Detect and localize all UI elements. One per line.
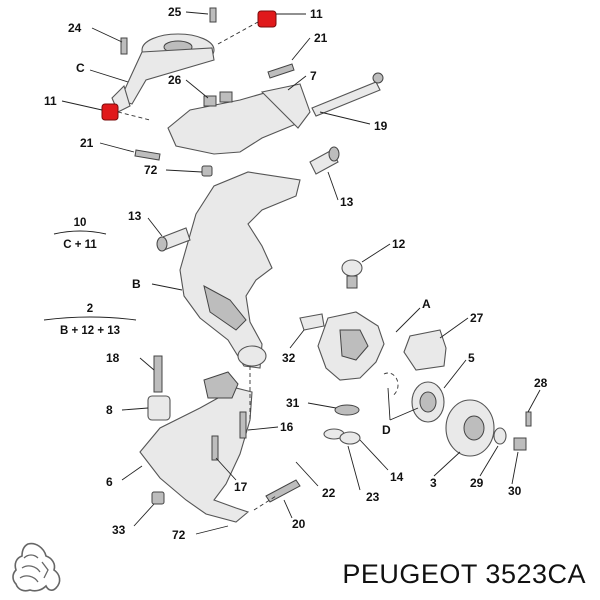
label-26: 26 xyxy=(168,73,182,87)
group-2-contents: B + 12 + 13 xyxy=(60,325,120,337)
label-30: 30 xyxy=(508,484,522,498)
label-72-lower: 72 xyxy=(172,528,186,542)
label-32: 32 xyxy=(282,351,296,365)
label-8: 8 xyxy=(106,403,113,417)
group-10-number: 10 xyxy=(74,217,87,229)
group-2-number: 2 xyxy=(87,303,93,315)
label-20: 20 xyxy=(292,517,306,531)
peugeot-lion-logo xyxy=(12,542,61,592)
label-11-top: 11 xyxy=(310,7,323,21)
label-18: 18 xyxy=(106,351,120,365)
label-13-left: 13 xyxy=(128,209,142,223)
label-24: 24 xyxy=(68,21,82,35)
ball-joint xyxy=(341,259,363,289)
label-13-right: 13 xyxy=(340,195,354,209)
lower-arm xyxy=(139,371,253,523)
label-7: 7 xyxy=(310,69,317,83)
label-23: 23 xyxy=(366,490,380,504)
arm-bushing xyxy=(147,395,171,421)
label-c: C xyxy=(76,61,85,75)
label-27: 27 xyxy=(470,311,484,325)
label-25: 25 xyxy=(168,5,182,19)
kit-group-10: 10 C + 11 xyxy=(53,217,107,251)
label-a: A xyxy=(422,297,431,311)
label-22: 22 xyxy=(322,486,336,500)
hub-carrier xyxy=(299,311,385,381)
upper-arm xyxy=(167,83,311,155)
label-b: B xyxy=(132,277,141,291)
label-5: 5 xyxy=(468,351,475,365)
label-19: 19 xyxy=(374,119,388,133)
dust-shield xyxy=(403,329,447,371)
label-28: 28 xyxy=(534,376,548,390)
label-17: 17 xyxy=(234,480,248,494)
label-31: 31 xyxy=(286,396,300,410)
strut-mount-assembly xyxy=(111,7,217,113)
group-10-contents: C + 11 xyxy=(63,239,97,251)
label-12: 12 xyxy=(392,237,406,251)
label-16: 16 xyxy=(280,420,294,434)
kit-group-2: 2 B + 12 + 13 xyxy=(43,303,137,337)
knuckle-carrier xyxy=(179,171,301,369)
label-33: 33 xyxy=(112,523,126,537)
leader-lines xyxy=(61,11,541,535)
label-3: 3 xyxy=(430,476,437,490)
label-14: 14 xyxy=(390,470,404,484)
label-d: D xyxy=(382,423,391,437)
bushing-left xyxy=(101,103,119,121)
label-6: 6 xyxy=(106,475,113,489)
bushing-top xyxy=(257,10,277,28)
label-11-left: 11 xyxy=(44,94,57,108)
callout-labels: 25 24 11 C 21 11 26 7 19 21 72 13 13 12 … xyxy=(44,5,548,542)
part-number-title: PEUGEOT 3523CA xyxy=(342,559,586,589)
label-29: 29 xyxy=(470,476,484,490)
label-21-top: 21 xyxy=(314,31,328,45)
label-72-upper: 72 xyxy=(144,163,158,177)
label-21-left: 21 xyxy=(80,136,94,150)
